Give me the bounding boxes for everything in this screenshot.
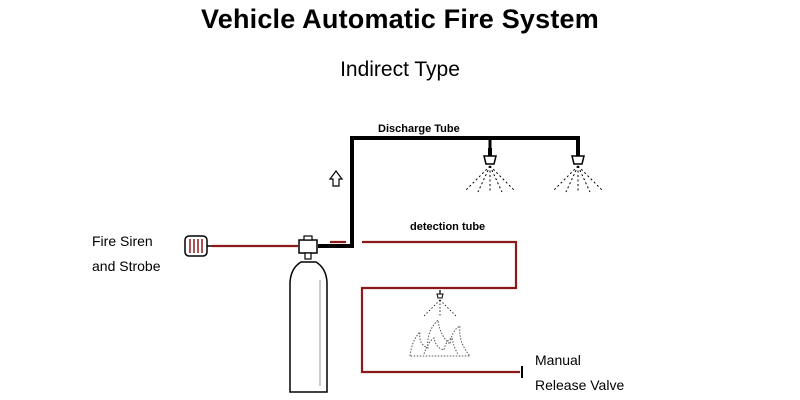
diagram-title: Vehicle Automatic Fire System (201, 4, 599, 34)
fire-siren-label-line1: Fire Siren (92, 233, 153, 249)
manual-release-label: Manual Release Valve (535, 348, 624, 398)
discharge-tube (318, 136, 580, 248)
fire-siren-label-line2: and Strobe (92, 258, 161, 274)
diagram-subtitle: Indirect Type (340, 58, 460, 81)
detection-tube (330, 240, 520, 374)
nozzle-icon (571, 148, 585, 165)
cylinder-valve (298, 235, 318, 260)
flame-icon (409, 318, 472, 357)
fire-siren-label: Fire Siren and Strobe (92, 229, 161, 279)
siren-strobe-icon (184, 235, 212, 257)
nozzle-icon (436, 290, 444, 299)
nozzle-icon (483, 148, 497, 165)
arrow-up-icon (328, 170, 344, 187)
spray-icon (465, 165, 515, 193)
discharge-tube-label: Discharge Tube (378, 123, 460, 135)
spray-icon (553, 165, 603, 193)
manual-release-label-line1: Manual (535, 352, 581, 368)
cylinder-icon (289, 261, 328, 393)
manual-release-label-line2: Release Valve (535, 377, 625, 393)
detection-tube-label: detection tube (410, 221, 486, 233)
spray-icon (423, 299, 457, 317)
